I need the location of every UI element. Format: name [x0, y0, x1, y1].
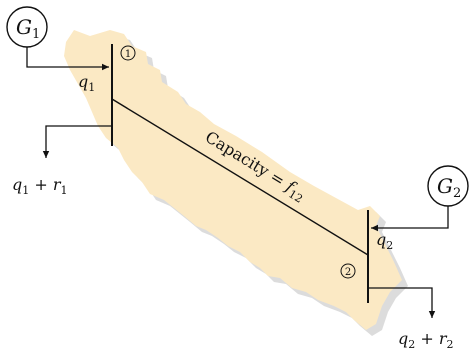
- generator-2: G2: [427, 165, 469, 207]
- transmission-line: [111, 98, 369, 256]
- region-fill: [64, 30, 402, 330]
- load-2-label: q2 + r2: [398, 329, 453, 351]
- bus-2-marker: 2: [340, 263, 356, 279]
- generator-2-feeder-arrow: [371, 206, 449, 232]
- load-1-label: q1 + r1: [12, 175, 67, 197]
- generator-1: G1: [6, 6, 48, 48]
- load-1-arrow: [42, 125, 112, 158]
- svg-text:2: 2: [345, 267, 351, 278]
- generator-1-feeder-arrow: [26, 47, 109, 71]
- bus-1-marker: 1: [120, 45, 136, 61]
- q1-label: q1: [78, 72, 95, 94]
- generator-2-label: G2: [437, 174, 461, 201]
- q2-label: q2: [376, 230, 393, 252]
- generator-1-label: G1: [16, 15, 40, 42]
- svg-text:1: 1: [125, 49, 131, 60]
- load-2-arrow: [368, 287, 436, 318]
